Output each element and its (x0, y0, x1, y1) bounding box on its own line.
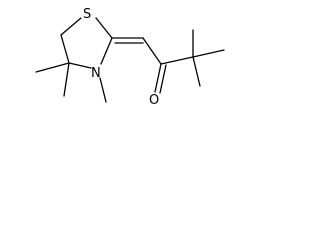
bond-carbonyl-double-b (159, 64, 167, 94)
bond-n-methyl (99, 77, 107, 103)
chemical-structure: S N O (35, 7, 225, 108)
bond-c2-s (95, 17, 113, 39)
bond-tbu-methyl-down (192, 56, 201, 87)
bond-c4-methyl-a (35, 62, 70, 73)
bond-c4-methyl-b (63, 62, 70, 97)
bond-c5-c4 (60, 34, 70, 64)
bond-s-c5 (60, 17, 82, 36)
bond-ch-carbonyl (142, 37, 162, 65)
bond-n3-c2 (100, 37, 113, 65)
nitrogen-atom-label: N (91, 66, 101, 81)
bond-carbonyl-tbu (160, 56, 194, 65)
bond-carbonyl-double-a (154, 63, 162, 93)
sulfur-atom-label: S (83, 7, 91, 22)
bond-tbu-methyl-right (192, 49, 225, 58)
bond-c4-n3 (68, 62, 92, 69)
oxygen-atom-label: O (149, 93, 159, 108)
